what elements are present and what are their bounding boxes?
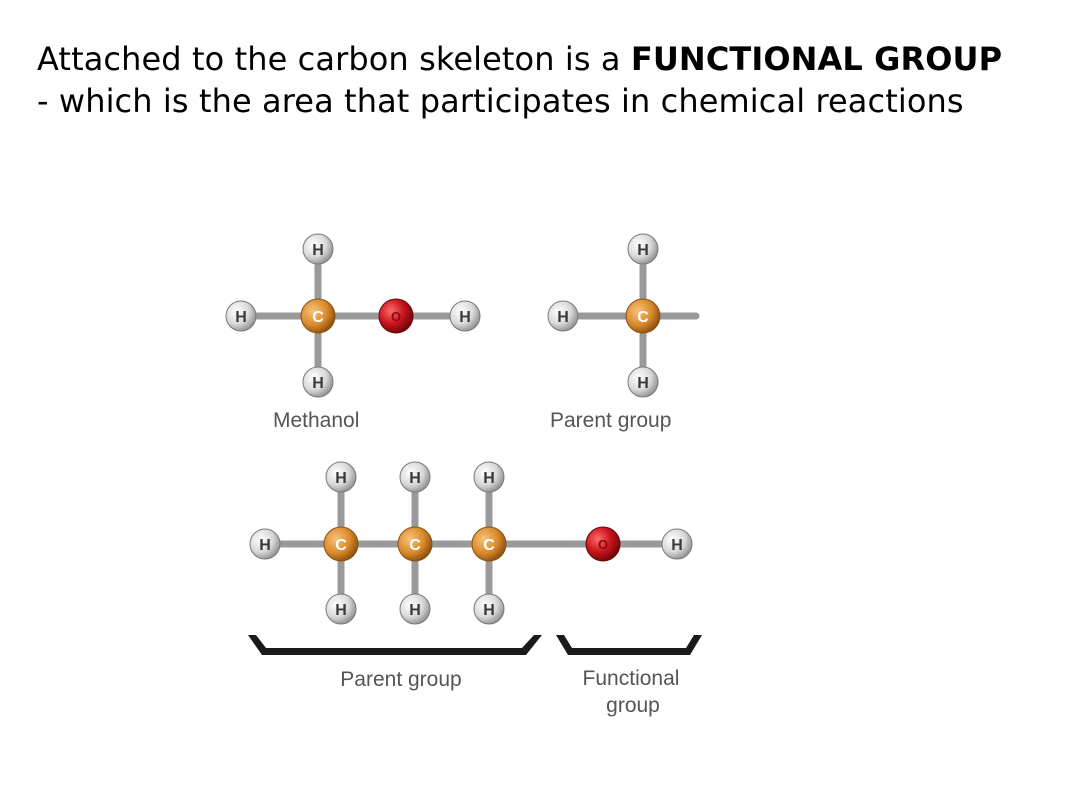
- methanol-oxygen: O: [378, 298, 414, 334]
- propanol-hydrogen-top-2: H: [399, 461, 431, 493]
- label-functional-group-line2: group: [606, 694, 660, 717]
- svg-text:H: H: [259, 537, 271, 554]
- parent-group-top-molecule: H H H C: [547, 233, 700, 398]
- svg-text:C: C: [409, 537, 421, 554]
- parent-group-top-hydrogen-top: H: [627, 233, 659, 265]
- molecule-diagram-svg: H H H H C: [225, 233, 702, 717]
- methanol-bonds: [237, 245, 469, 386]
- heading-bold-functional-group: FUNCTIONAL GROUP: [630, 40, 1003, 78]
- svg-text:H: H: [483, 602, 495, 619]
- svg-text:C: C: [335, 537, 347, 554]
- propanol-hydrogen-bottom-2: H: [399, 593, 431, 625]
- svg-text:H: H: [671, 537, 683, 554]
- svg-text:H: H: [637, 375, 649, 392]
- svg-text:O: O: [598, 537, 608, 552]
- svg-text:H: H: [409, 602, 421, 619]
- label-parent-group-top: Parent group: [550, 409, 671, 432]
- slide-heading: Attached to the carbon skeleton is a FUN…: [37, 38, 1017, 122]
- svg-text:H: H: [557, 309, 569, 326]
- svg-text:H: H: [459, 309, 471, 326]
- svg-text:H: H: [335, 602, 347, 619]
- propanol-hydrogen-top-1: H: [325, 461, 357, 493]
- propanol-hydrogen-left: H: [249, 528, 281, 560]
- propanol-hydrogen-right: H: [661, 528, 693, 560]
- propanol-carbon-2: C: [397, 526, 433, 562]
- label-parent-group-bottom: Parent group: [340, 668, 461, 691]
- methanol-hydrogen-right: H: [449, 300, 481, 332]
- heading-text-part2: - which is the area that participates in…: [37, 82, 964, 120]
- svg-text:H: H: [235, 309, 247, 326]
- propanol-hydrogen-bottom-1: H: [325, 593, 357, 625]
- svg-text:H: H: [335, 470, 347, 487]
- label-methanol: Methanol: [273, 409, 359, 432]
- svg-text:H: H: [409, 470, 421, 487]
- propanol-carbon-1: C: [323, 526, 359, 562]
- methanol-hydrogen-top: H: [302, 233, 334, 265]
- methanol-hydrogen-bottom: H: [302, 366, 334, 398]
- bracket-functional-group: [556, 635, 702, 655]
- propanol-carbon-3: C: [471, 526, 507, 562]
- heading-text-part1: Attached to the carbon skeleton is a: [37, 40, 631, 78]
- parent-group-top-hydrogen-bottom: H: [627, 366, 659, 398]
- molecule-diagram: H H H H C: [200, 215, 730, 745]
- parent-group-top-carbon: C: [625, 298, 661, 334]
- svg-text:H: H: [483, 470, 495, 487]
- propanol-oxygen: O: [585, 526, 621, 562]
- parent-group-top-hydrogen-left: H: [547, 300, 579, 332]
- methanol-molecule: H H H H C: [225, 233, 481, 398]
- propanol-hydrogen-top-3: H: [473, 461, 505, 493]
- svg-text:C: C: [637, 309, 649, 326]
- svg-text:C: C: [312, 309, 324, 326]
- svg-text:C: C: [483, 537, 495, 554]
- label-functional-group-line1: Functional: [583, 667, 680, 690]
- svg-text:H: H: [637, 242, 649, 259]
- methanol-carbon: C: [300, 298, 336, 334]
- propanol-molecule: H H H H H: [249, 461, 693, 625]
- svg-text:O: O: [391, 309, 401, 324]
- svg-text:H: H: [312, 375, 324, 392]
- svg-text:H: H: [312, 242, 324, 259]
- bracket-parent-group: [248, 635, 542, 655]
- propanol-hydrogen-bottom-3: H: [473, 593, 505, 625]
- methanol-hydrogen-left: H: [225, 300, 257, 332]
